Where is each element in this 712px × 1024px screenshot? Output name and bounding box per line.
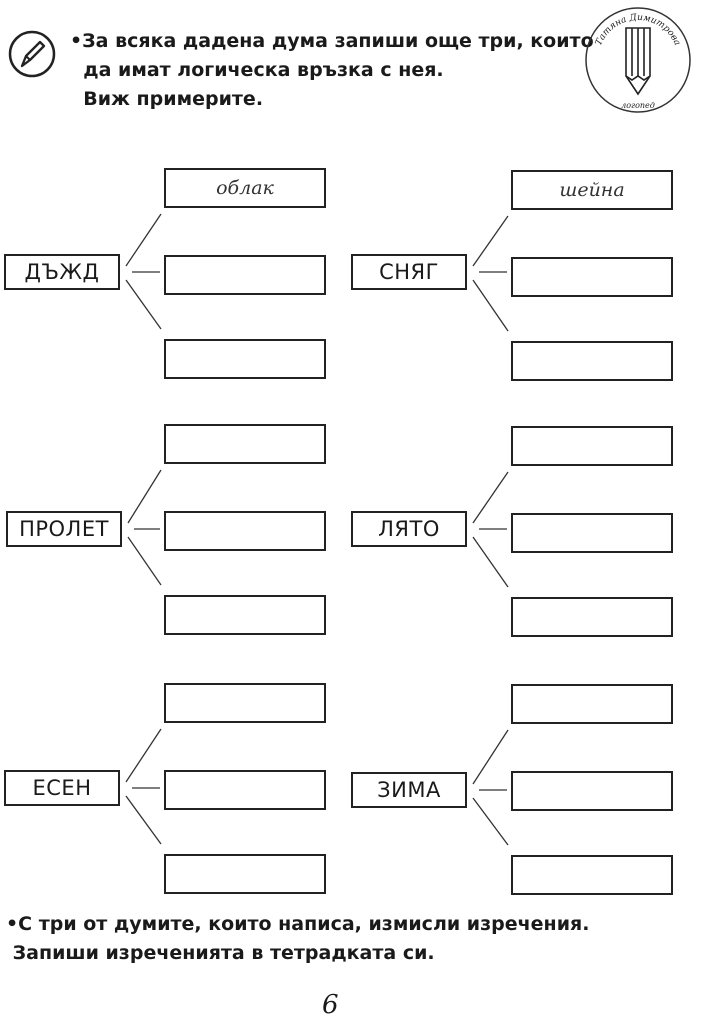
answer-box[interactable] <box>164 255 326 295</box>
connector-line <box>472 471 509 524</box>
word-box: ДЪЖД <box>4 254 120 290</box>
answer-box[interactable] <box>164 854 326 894</box>
instruction-bottom-line2: Запиши изреченията в тетрадката си. <box>12 942 435 964</box>
word-box: ЛЯТО <box>351 511 467 547</box>
page-number: 6 <box>322 990 339 1020</box>
logo-role: логопед <box>621 101 655 110</box>
connector-line <box>125 728 162 783</box>
answer-box[interactable] <box>164 595 326 635</box>
instruction-bottom-line1: С три от думите, които написа, измисли и… <box>18 913 590 935</box>
answer-box[interactable]: облак <box>164 168 326 208</box>
answer-box[interactable] <box>164 770 326 810</box>
word-box: ЗИМА <box>351 772 467 808</box>
answer-box[interactable]: шейна <box>511 170 673 210</box>
connector-line <box>472 215 509 267</box>
pencil-circle-icon <box>8 30 56 78</box>
connector-line <box>125 213 162 267</box>
answer-box[interactable] <box>511 597 673 637</box>
answer-box[interactable] <box>164 424 326 464</box>
answer-box[interactable] <box>511 257 673 297</box>
word-box: СНЯГ <box>351 254 467 290</box>
connector-line <box>127 469 162 524</box>
answer-box[interactable] <box>511 341 673 381</box>
connector-line <box>472 729 509 785</box>
connector-line <box>125 279 162 330</box>
answer-box[interactable] <box>511 426 673 466</box>
connector-line <box>472 797 509 846</box>
answer-box[interactable] <box>511 513 673 553</box>
answer-box[interactable] <box>164 511 326 551</box>
connector-line <box>127 536 162 586</box>
answer-box[interactable] <box>164 339 326 379</box>
pencil-icon <box>625 27 651 96</box>
instruction-top-line1: За всяка дадена дума запиши още три, кои… <box>82 30 594 52</box>
connector-line <box>125 795 162 845</box>
instruction-top: •За всяка дадена дума запиши още три, ко… <box>70 30 594 110</box>
connector-line <box>472 536 509 588</box>
logo: Татяна Димитрова логопед <box>585 7 691 113</box>
answer-box[interactable] <box>511 771 673 811</box>
connector-line <box>472 279 509 332</box>
answer-box[interactable] <box>511 855 673 895</box>
instruction-bottom: •С три от думите, които написа, измисли … <box>6 913 590 964</box>
answer-box[interactable] <box>511 684 673 724</box>
word-box: ПРОЛЕТ <box>6 511 122 547</box>
instruction-top-line3: Виж примерите. <box>83 88 264 110</box>
word-box: ЕСЕН <box>4 770 120 806</box>
instruction-top-line2: да имат логическа връзка с нея. <box>83 59 444 81</box>
answer-box[interactable] <box>164 683 326 723</box>
